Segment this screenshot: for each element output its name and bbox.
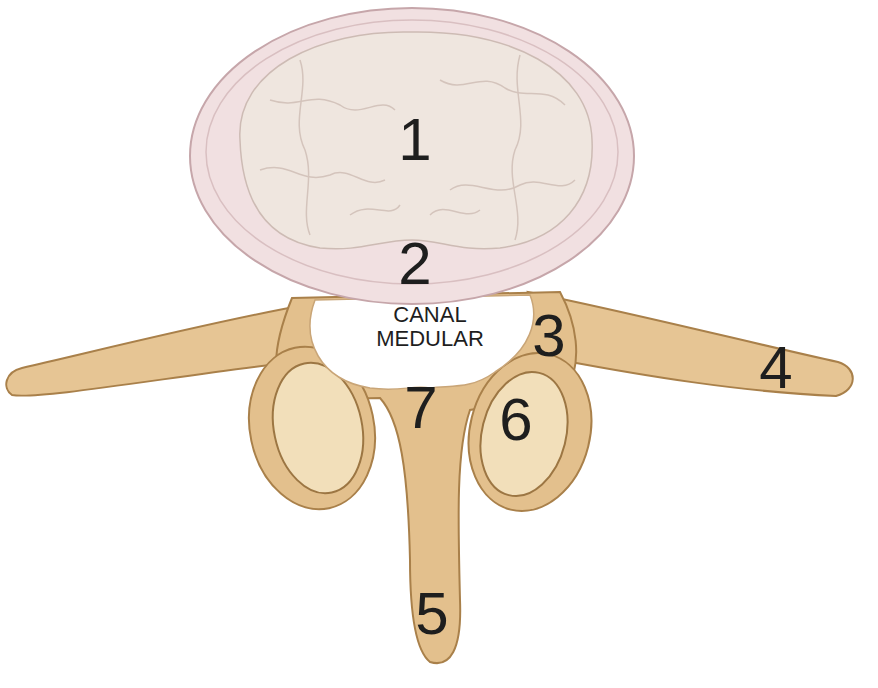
disc-annulus [190,8,634,304]
callout-number: 6 [499,390,532,450]
callout-number: 5 [415,584,448,644]
articular-facet [468,363,580,506]
callout-number: 1 [398,110,431,170]
callout-number: 2 [398,234,431,294]
disc-nucleus [240,32,592,249]
region-label: CANAL MEDULAR [355,303,505,351]
nucleus-texture [260,55,575,240]
callout-number: 3 [532,306,565,366]
callout-number: 4 [759,338,792,398]
callout-number: 7 [404,378,437,438]
spinal-canal [310,295,534,389]
